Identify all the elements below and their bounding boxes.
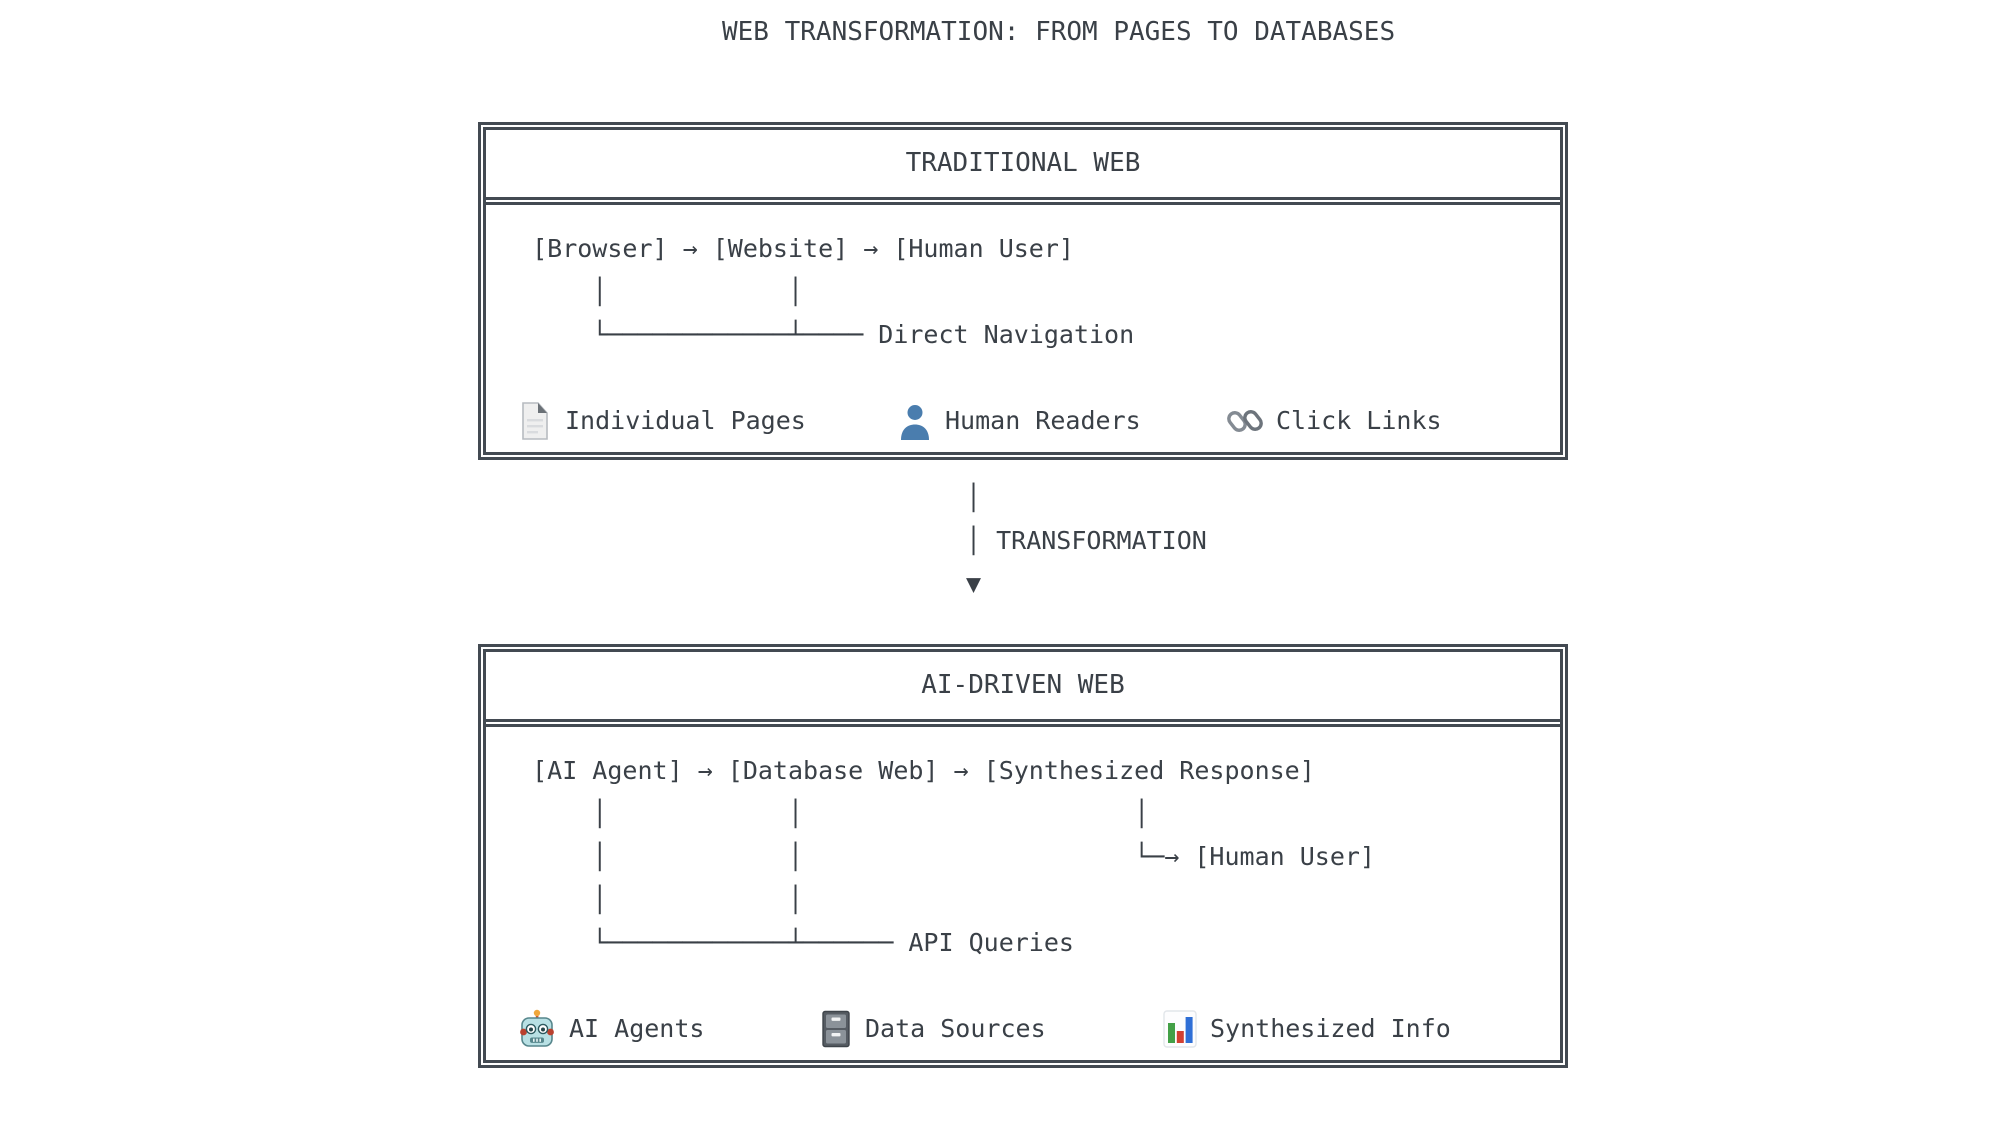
user-icon bbox=[898, 402, 932, 440]
robot-icon bbox=[518, 1009, 556, 1049]
flow-line-api-queries: └────────────┴────── API Queries bbox=[502, 928, 1074, 957]
transformation-bar: │ bbox=[966, 483, 982, 512]
legend-item-data-sources: Data Sources bbox=[820, 1007, 1046, 1050]
flow-line-agent-database-response: [AI Agent] → [Database Web] → [Synthesiz… bbox=[502, 756, 1315, 785]
legend-label: Human Readers bbox=[945, 406, 1141, 435]
arrow-down-icon: ▼ bbox=[966, 569, 982, 598]
flow-line-connectors: │ │ bbox=[502, 277, 804, 306]
legend-item-ai-agents: AI Agents bbox=[518, 1007, 704, 1050]
legend-item-synthesized-info: Synthesized Info bbox=[1163, 1007, 1451, 1050]
ai-driven-web-box: AI-DRIVEN WEB [AI Agent] → [Database Web… bbox=[478, 644, 1568, 1068]
legend-label: Data Sources bbox=[865, 1014, 1046, 1043]
traditional-web-header: TRADITIONAL WEB bbox=[486, 130, 1560, 205]
ai-driven-web-body: [AI Agent] → [Database Web] → [Synthesiz… bbox=[486, 727, 1560, 1060]
page-icon bbox=[518, 401, 552, 441]
spacer-line bbox=[502, 964, 1544, 1007]
flow-line-direct-navigation: └────────────┴──── Direct Navigation bbox=[502, 320, 1135, 349]
legend-label: AI Agents bbox=[569, 1014, 705, 1043]
legend-item-individual-pages: Individual Pages bbox=[518, 399, 806, 442]
spacer-line bbox=[502, 356, 1544, 399]
legend-label: Click Links bbox=[1276, 406, 1442, 435]
ai-legend: AI Agents Data Sources bbox=[502, 1007, 1544, 1050]
bar-chart-icon bbox=[1163, 1009, 1197, 1048]
legend-item-human-readers: Human Readers bbox=[898, 399, 1141, 442]
flow-line-human-user-branch: │ │ └─→ [Human User] bbox=[502, 842, 1375, 871]
flow-line-connectors: │ │ bbox=[502, 885, 804, 914]
legend-label: Synthesized Info bbox=[1210, 1014, 1451, 1043]
traditional-web-box: TRADITIONAL WEB [Browser] → [Website] → … bbox=[478, 122, 1568, 460]
flow-line-connectors: │ │ │ bbox=[502, 799, 1150, 828]
traditional-web-body: [Browser] → [Website] → [Human User] │ │… bbox=[486, 205, 1560, 452]
file-cabinet-icon bbox=[820, 1010, 852, 1048]
page-title: WEB TRANSFORMATION: FROM PAGES TO DATABA… bbox=[722, 17, 1396, 47]
transformation-label: │ TRANSFORMATION bbox=[966, 526, 1207, 555]
legend-item-click-links: Click Links bbox=[1227, 399, 1442, 442]
legend-label: Individual Pages bbox=[565, 406, 806, 435]
flow-line-browser-website-human: [Browser] → [Website] → [Human User] bbox=[502, 234, 1074, 263]
traditional-legend: Individual Pages Human Readers bbox=[502, 399, 1544, 442]
link-icon bbox=[1227, 402, 1263, 440]
transformation-arrow: │ │ TRANSFORMATION ▼ bbox=[966, 476, 1207, 605]
ai-driven-web-header: AI-DRIVEN WEB bbox=[486, 652, 1560, 727]
